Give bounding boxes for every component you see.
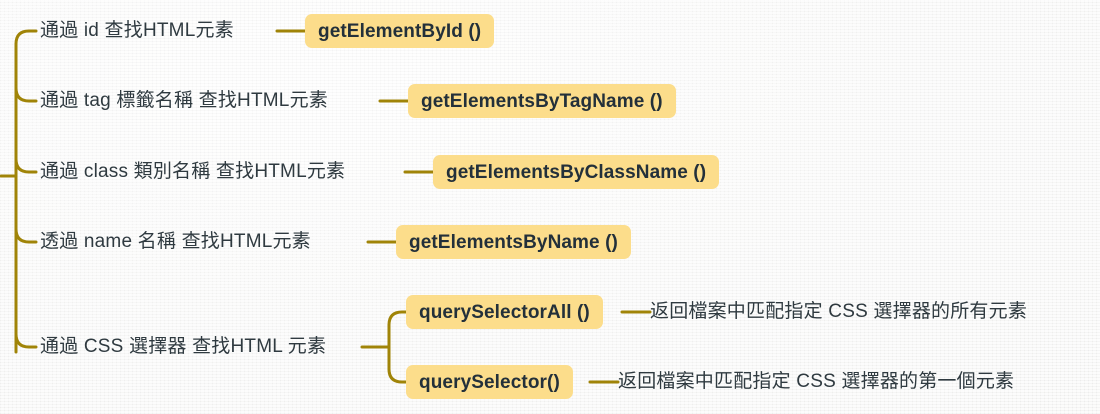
elbow-branch-3: [14, 157, 38, 174]
badge-getelementsbyname[interactable]: getElementsByName (): [396, 225, 631, 259]
description-queryselector: 返回檔案中匹配指定 CSS 選擇器的第一個元素: [618, 371, 1015, 392]
branch-label-css-selector: 通過 CSS 選擇器 查找HTML 元素: [40, 336, 327, 357]
branch-label-tag: 通過 tag 標籤名稱 查找HTML元素: [40, 90, 328, 111]
badge-getelementbyid[interactable]: getElementById (): [305, 14, 495, 48]
branch-label-name: 透過 name 名稱 查找HTML元素: [40, 231, 311, 252]
elbow-branch-4: [14, 227, 38, 244]
branch-label-id: 通過 id 查找HTML元素: [40, 20, 234, 41]
elbow-branch-1: [14, 29, 38, 46]
sub-elbow-1: [387, 310, 408, 327]
badge-queryselector[interactable]: querySelector(): [406, 365, 573, 399]
description-queryselectorall: 返回檔案中匹配指定 CSS 選擇器的所有元素: [650, 301, 1028, 322]
badge-queryselectorall[interactable]: querySelectorAll (): [406, 295, 603, 329]
sub-elbow-2: [387, 367, 408, 384]
elbow-branch-2: [14, 86, 38, 103]
badge-getelementsbytagname[interactable]: getElementsByTagName (): [408, 84, 676, 118]
branch-label-class: 通過 class 類別名稱 查找HTML元素: [40, 161, 346, 182]
badge-getelementsbyclassname[interactable]: getElementsByClassName (): [433, 155, 720, 189]
elbow-branch-5: [14, 332, 38, 349]
